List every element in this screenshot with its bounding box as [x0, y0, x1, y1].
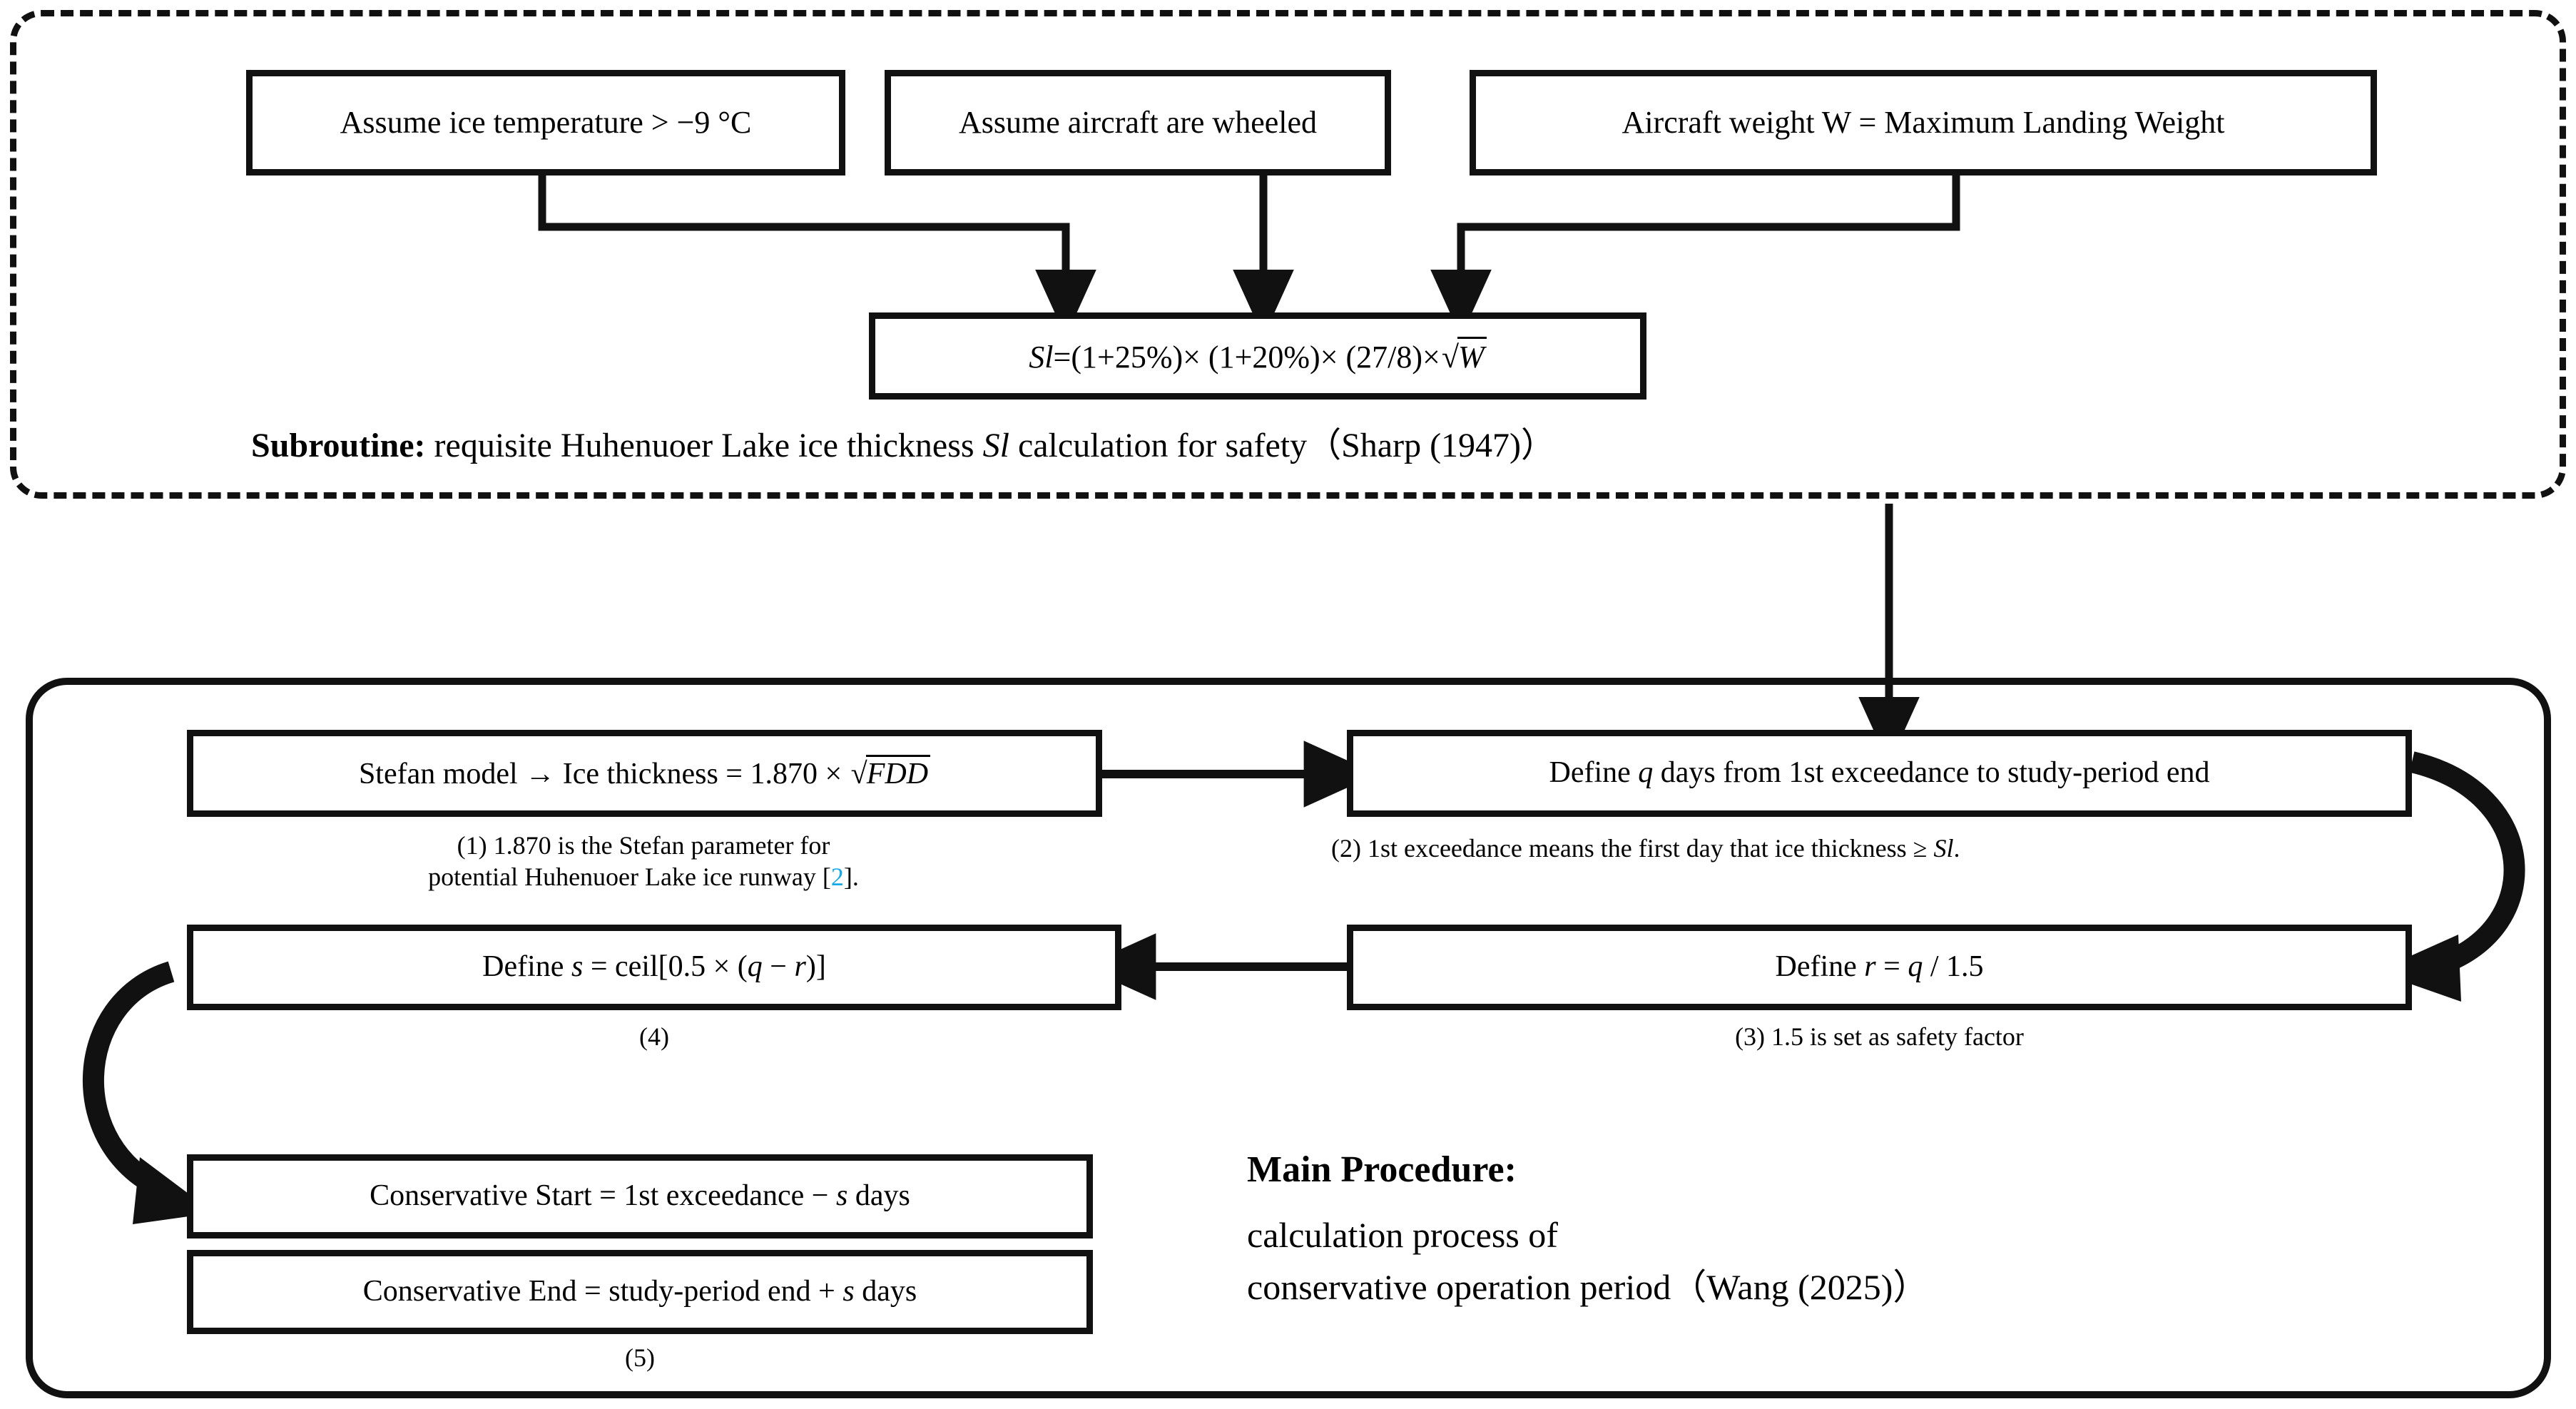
conservative-start-var: s	[835, 1179, 848, 1213]
step-box-define-r[interactable]: Define r = q / 1.5	[1347, 925, 2412, 1010]
define-q-var: q	[1638, 756, 1654, 790]
stefan-formula: Stefan model → Ice thickness = 1.870 × √…	[358, 755, 931, 791]
step-box-conservative-start[interactable]: Conservative Start = 1st exceedance − s …	[187, 1154, 1093, 1238]
define-r-text: Define r = q / 1.5	[1776, 950, 1984, 984]
formula-lhs: Sl	[1029, 340, 1054, 375]
define-r-mid: =	[1875, 950, 1908, 984]
define-q-text: Define q days from 1st exceedance to stu…	[1549, 756, 2209, 790]
assumption-text-3: Aircraft weight W = Maximum Landing Weig…	[1622, 105, 2225, 141]
define-q-post: days from 1st exceedance to study-period…	[1653, 756, 2210, 790]
define-s-var: s	[571, 950, 584, 984]
subroutine-panel	[10, 10, 2566, 499]
main-procedure-line-2: conservative operation period（Wang (2025…	[1247, 1266, 1929, 1307]
subroutine-caption-tail: calculation for safety（Sharp (1947)）	[1009, 427, 1556, 464]
stefan-radicand: FDD	[865, 755, 931, 791]
note-3: (3) 1.5 is set as safety factor	[1347, 1022, 2412, 1053]
step-box-define-q[interactable]: Define q days from 1st exceedance to stu…	[1347, 730, 2412, 817]
assumption-box-ice-temperature[interactable]: Assume ice temperature > −9 °C	[246, 70, 845, 176]
note-3-text: (3) 1.5 is set as safety factor	[1735, 1022, 2024, 1051]
note-2-text: (2) 1st exceedance means the first day t…	[1331, 834, 1934, 863]
subroutine-caption-text: requisite Huhenuoer Lake ice thickness	[425, 427, 983, 464]
note-1-line-1: (1) 1.870 is the Stefan parameter for	[457, 831, 830, 860]
assumption-text-2: Assume aircraft are wheeled	[958, 105, 1318, 141]
define-r-var: r	[1864, 950, 1876, 984]
subroutine-caption-var: Sl	[982, 427, 1009, 464]
define-s-var2: q	[747, 950, 763, 984]
define-r-tail: / 1.5	[1923, 950, 1984, 984]
citation-link-2[interactable]: 2	[830, 862, 844, 891]
main-procedure-heading: Main Procedure:	[1247, 1149, 1517, 1190]
sqrt-icon: √FDD	[850, 755, 931, 791]
conservative-start-pre: Conservative Start = 1st exceedance −	[370, 1179, 836, 1213]
note-1: (1) 1.870 is the Stefan parameter for po…	[194, 830, 1093, 893]
sqrt-icon: √W	[1440, 337, 1487, 375]
formula-box-sl[interactable]: Sl=(1+25%)× (1+20%)× (27/8)×√W	[869, 312, 1646, 400]
conservative-end-var: s	[842, 1275, 855, 1308]
note-1-line-2: potential Huhenuoer Lake ice runway [2].	[194, 862, 1093, 893]
main-procedure-panel	[26, 678, 2551, 1398]
conservative-end-pre: Conservative End = study-period end +	[362, 1275, 843, 1308]
conservative-start-tail: days	[847, 1179, 910, 1213]
note-2-tail: .	[1953, 834, 1960, 863]
conservative-end-tail: days	[854, 1275, 917, 1308]
note-5: (5)	[187, 1343, 1093, 1374]
formula-radicand: W	[1457, 337, 1487, 375]
formula-sl: Sl=(1+25%)× (1+20%)× (27/8)×√W	[1029, 337, 1487, 375]
step-box-stefan-model[interactable]: Stefan model → Ice thickness = 1.870 × √…	[187, 730, 1102, 817]
conservative-end-text: Conservative End = study-period end + s …	[363, 1275, 917, 1308]
note-1-tail: ].	[843, 862, 859, 891]
note-2: (2) 1st exceedance means the first day t…	[1331, 833, 2415, 865]
note-1-text: potential Huhenuoer Lake ice runway [	[428, 862, 831, 891]
subroutine-caption: Subroutine: requisite Huhenuoer Lake ice…	[251, 425, 1555, 467]
note-2-var: Sl	[1933, 834, 1954, 863]
conservative-start-text: Conservative Start = 1st exceedance − s …	[370, 1179, 910, 1213]
stefan-prefix: Stefan model → Ice thickness = 1.870 ×	[358, 758, 850, 791]
step-box-define-s[interactable]: Define s = ceil[0.5 × (q − r)]	[187, 925, 1121, 1010]
subroutine-caption-label: Subroutine:	[251, 427, 426, 464]
assumption-box-aircraft-weight[interactable]: Aircraft weight W = Maximum Landing Weig…	[1470, 70, 2377, 176]
formula-expression: =(1+25%)× (1+20%)× (27/8)×	[1053, 340, 1440, 375]
define-s-tail: )]	[805, 950, 826, 984]
define-r-pre: Define	[1775, 950, 1865, 984]
define-r-var2: q	[1908, 950, 1923, 984]
define-q-pre: Define	[1549, 756, 1639, 790]
define-s-mid2: −	[762, 950, 795, 984]
main-procedure-line-1: calculation process of	[1247, 1215, 1558, 1256]
define-s-mid1: = ceil[0.5 × (	[583, 950, 748, 984]
assumption-box-wheeled-aircraft[interactable]: Assume aircraft are wheeled	[885, 70, 1391, 176]
note-5-text: (5)	[625, 1343, 655, 1372]
define-s-pre: Define	[482, 950, 571, 984]
define-s-var3: r	[794, 950, 806, 984]
main-procedure-label: Main Procedure: calculation process of c…	[1247, 1143, 2417, 1313]
note-4-text: (4)	[639, 1022, 669, 1051]
define-s-text: Define s = ceil[0.5 × (q − r)]	[482, 950, 826, 984]
step-box-conservative-end[interactable]: Conservative End = study-period end + s …	[187, 1250, 1093, 1334]
note-4: (4)	[187, 1022, 1121, 1053]
assumption-text-1: Assume ice temperature > −9 °C	[340, 105, 752, 141]
